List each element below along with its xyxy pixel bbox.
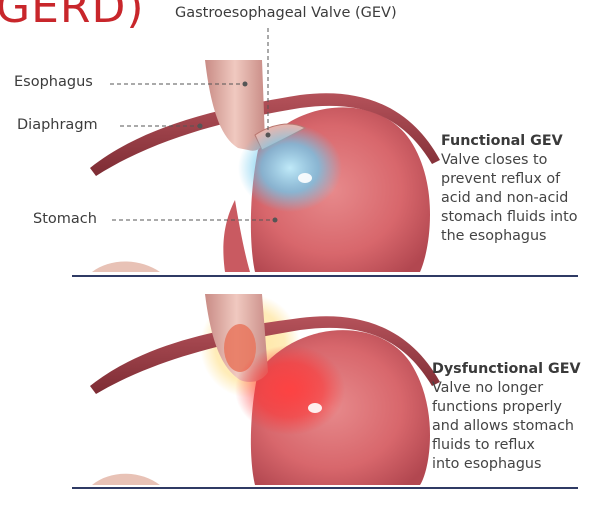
panel-divider-top: [72, 275, 578, 277]
dysfunctional-gev-line-5: into esophagus: [432, 455, 602, 474]
lower-organ-hint: [92, 262, 160, 273]
stomach-highlight-dysfunctional: [308, 403, 322, 413]
esophagus-label: Esophagus: [14, 74, 93, 90]
panel-divider-bottom: [72, 487, 578, 489]
closed-valve-glow: [238, 124, 342, 212]
stomach-fold: [223, 200, 250, 272]
functional-gev-caption: Functional GEV Valve closes to prevent r…: [441, 132, 601, 246]
dysfunctional-gev-caption: Dysfunctional GEV Valve no longer functi…: [432, 360, 602, 474]
functional-gev-line-2: prevent reflux of: [441, 170, 601, 189]
dysfunctional-gev-illustration: [90, 294, 440, 485]
diaphragm-label: Diaphragm: [17, 117, 98, 133]
functional-gev-line-1: Valve closes to: [441, 151, 601, 170]
open-valve-glow: [235, 345, 345, 435]
functional-gev-illustration: [90, 60, 440, 272]
dysfunctional-gev-line-1: Valve no longer: [432, 379, 602, 398]
dysfunctional-gev-line-4: fluids to reflux: [432, 436, 602, 455]
dysfunctional-gev-line-2: functions properly: [432, 398, 602, 417]
lower-organ-hint-dysfunctional: [92, 474, 160, 485]
stomach-highlight: [298, 173, 312, 183]
dysfunctional-gev-heading: Dysfunctional GEV: [432, 360, 602, 379]
functional-gev-line-3: acid and non-acid: [441, 189, 601, 208]
dysfunctional-gev-line-3: and allows stomach: [432, 417, 602, 436]
functional-gev-line-4: stomach fluids into: [441, 208, 601, 227]
stomach-label: Stomach: [33, 211, 97, 227]
gev-label: Gastroesophageal Valve (GEV): [175, 5, 397, 21]
functional-gev-heading: Functional GEV: [441, 132, 601, 151]
functional-gev-line-5: the esophagus: [441, 227, 601, 246]
